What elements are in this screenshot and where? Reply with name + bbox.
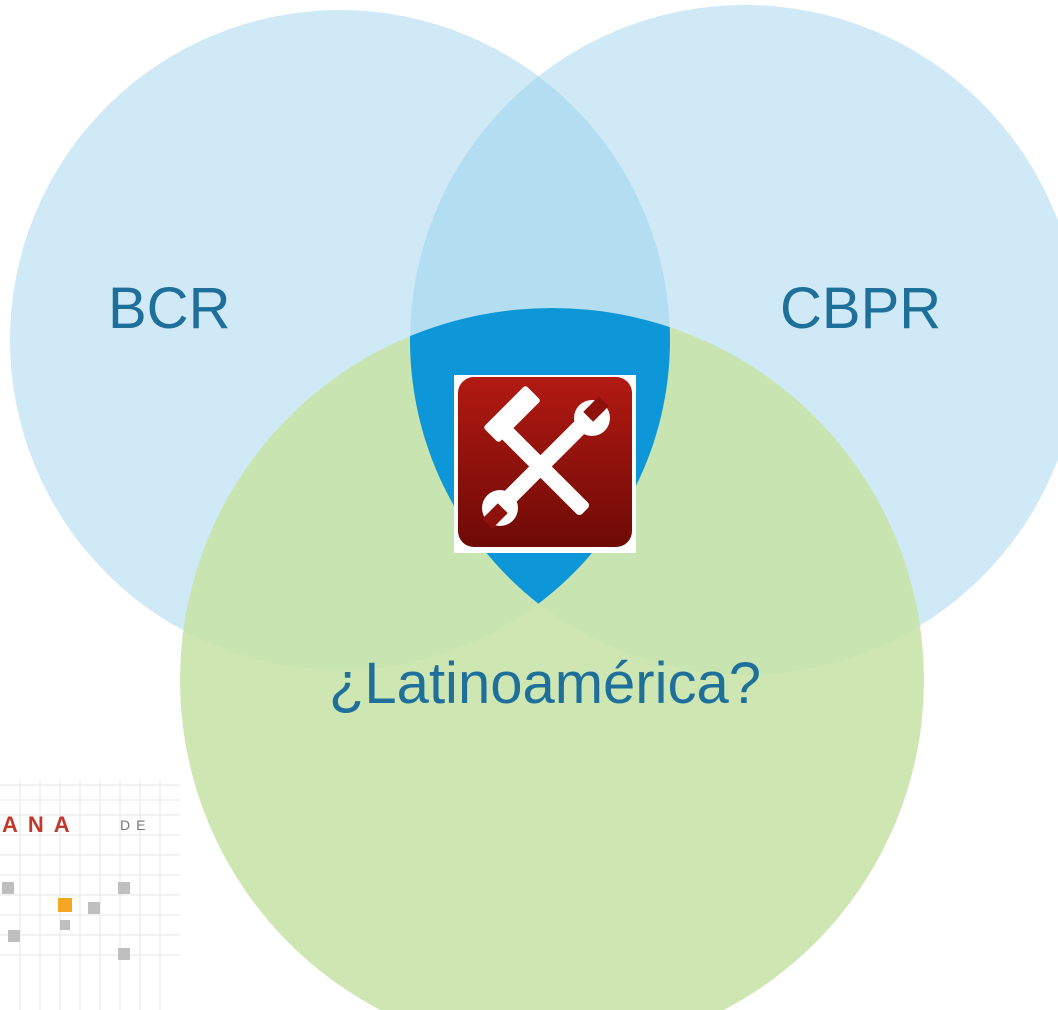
- label-bcr: BCR: [108, 276, 231, 341]
- label-cbpr: CBPR: [780, 276, 942, 341]
- logo-text-ana: ANA: [2, 812, 80, 837]
- hammer-wrench-icon: [454, 375, 636, 553]
- label-latinoamerica: ¿Latinoamérica?: [329, 651, 761, 716]
- logo-fragment: ANA DE: [0, 780, 180, 1010]
- venn-circle-latam: [180, 308, 924, 1010]
- logo-text-de: DE: [120, 817, 151, 833]
